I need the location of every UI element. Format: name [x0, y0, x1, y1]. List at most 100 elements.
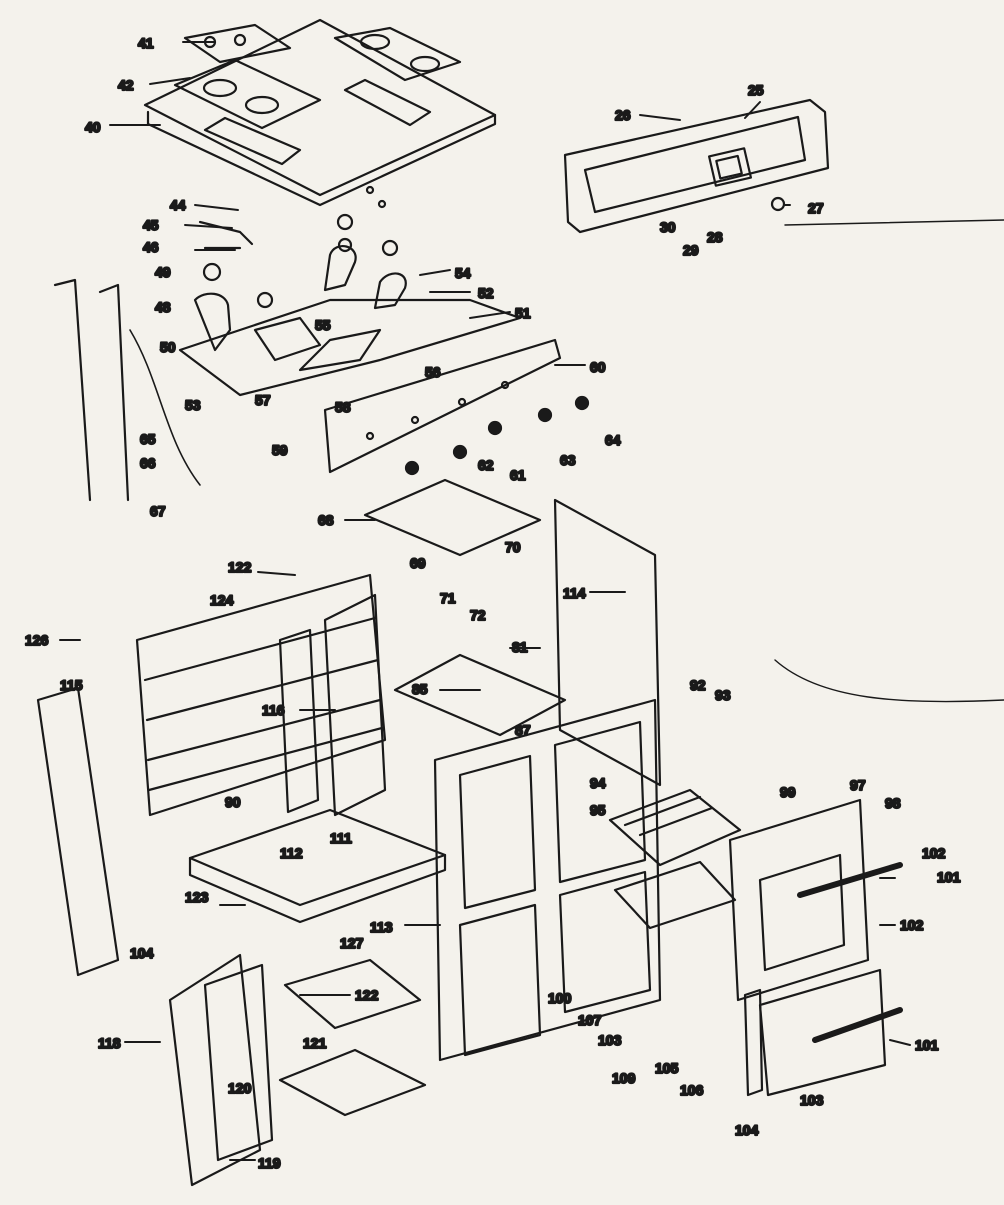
part-label-48: 48 [155, 299, 171, 315]
manifold-bar [323, 338, 562, 474]
part-label-41: 41 [138, 35, 154, 51]
part-label-26: 26 [615, 107, 631, 123]
part-label-71: 71 [440, 590, 456, 606]
part-label-122-lower: 122 [355, 987, 379, 1003]
part-label-85: 85 [412, 681, 428, 697]
part-label-57: 57 [255, 392, 271, 408]
oven-base-drawer [188, 808, 447, 924]
part-label-123: 123 [185, 889, 209, 905]
oven-side-panel-right [553, 498, 662, 787]
part-label-109: 109 [612, 1070, 636, 1086]
part-label-69: 69 [410, 555, 426, 571]
part-label-121: 121 [303, 1035, 327, 1051]
oven-rack-upper [608, 788, 742, 867]
part-label-126: 126 [25, 632, 49, 648]
part-label-29: 29 [683, 242, 699, 258]
part-label-95: 95 [590, 802, 606, 818]
part-label-90b: 102 [900, 917, 924, 933]
leader-arrows [59, 41, 911, 1161]
part-label-127: 127 [340, 935, 364, 951]
part-label-107: 107 [578, 1012, 602, 1028]
burner-grate-front [173, 58, 322, 130]
part-label-118: 118 [98, 1035, 121, 1051]
part-label-59: 59 [272, 442, 288, 458]
part-label-105: 105 [655, 1060, 679, 1076]
part-label-67: 67 [150, 503, 166, 519]
part-label-52: 52 [478, 285, 494, 301]
part-label-101-lower: 101 [915, 1037, 939, 1053]
part-label-25: 25 [748, 82, 764, 98]
part-label-66: 66 [140, 455, 156, 471]
part-label-30: 30 [660, 219, 676, 235]
part-label-54: 54 [455, 265, 471, 281]
part-label-104: 104 [735, 1122, 759, 1138]
part-label-45: 45 [143, 217, 159, 233]
part-label-65: 65 [140, 431, 156, 447]
part-label-111: 111 [330, 830, 352, 846]
part-label-103-left: 103 [598, 1032, 622, 1048]
part-label-40: 40 [85, 119, 101, 135]
broiler-pan [393, 653, 567, 737]
side-trim-rods [53, 278, 201, 502]
burner-grate-rear [333, 26, 462, 82]
part-label-51: 51 [515, 305, 531, 321]
part-label-115: 115 [60, 677, 83, 693]
broiler-pan-lower [278, 958, 427, 1117]
part-label-87: 87 [515, 722, 531, 738]
part-label-44: 44 [170, 197, 186, 213]
part-label-49: 49 [155, 264, 171, 280]
part-label-124: 124 [210, 592, 234, 608]
part-label-55: 55 [315, 317, 331, 333]
part-label-116: 116 [262, 702, 285, 718]
part-label-100: 100 [548, 990, 572, 1006]
oven-liner-left [278, 593, 387, 817]
control-panel [563, 98, 1004, 234]
part-label-103: 103 [800, 1092, 824, 1108]
part-label-56: 56 [425, 364, 441, 380]
part-label-46: 46 [143, 239, 159, 255]
part-label-72: 72 [470, 607, 486, 623]
part-label-62: 62 [478, 457, 494, 473]
part-label-104-left: 104 [130, 945, 154, 961]
oven-top-plate [363, 478, 542, 557]
control-knobs [404, 395, 590, 476]
broiler-door-panel [168, 953, 274, 1187]
part-label-53: 53 [185, 397, 201, 413]
part-label-63: 63 [560, 452, 576, 468]
part-label-50: 50 [160, 339, 176, 355]
part-label-122-upper: 122 [228, 559, 252, 575]
burner-cap-set [183, 23, 292, 64]
part-label-119: 119 [258, 1155, 281, 1171]
cooktop-panel [143, 18, 497, 207]
door-side-strip [743, 988, 764, 1097]
part-label-28: 28 [707, 229, 723, 245]
part-label-102: 102 [922, 845, 946, 861]
oven-front-frame [433, 698, 662, 1062]
part-label-99: 99 [780, 784, 796, 800]
oven-rack-lower [613, 860, 737, 930]
part-label-120: 120 [228, 1080, 252, 1096]
part-label-27: 27 [808, 200, 824, 216]
part-label-113: 113 [370, 919, 393, 935]
part-label-60: 60 [590, 359, 606, 375]
part-label-61: 61 [510, 467, 526, 483]
part-label-93: 93 [715, 687, 731, 703]
part-number-labels: 41 42 40 26 25 30 29 28 27 44 45 46 49 4… [24, 34, 962, 1172]
part-label-42: 42 [118, 77, 134, 93]
oven-side-panel-left [36, 686, 120, 977]
reference-arc [774, 659, 1004, 703]
part-label-112: 112 [280, 845, 303, 861]
part-label-98: 98 [885, 795, 901, 811]
part-label-92: 92 [690, 677, 706, 693]
part-label-64: 64 [605, 432, 621, 448]
part-label-101-upper: 101 [937, 869, 961, 885]
burner-manifold-assembly [178, 185, 522, 397]
part-label-81: 81 [512, 639, 528, 655]
part-label-58: 58 [335, 399, 351, 415]
oven-door [728, 798, 903, 1002]
part-label-68: 68 [318, 512, 334, 528]
broiler-door [758, 968, 903, 1097]
part-label-106: 106 [680, 1082, 704, 1098]
oven-rear-panel [135, 573, 387, 817]
